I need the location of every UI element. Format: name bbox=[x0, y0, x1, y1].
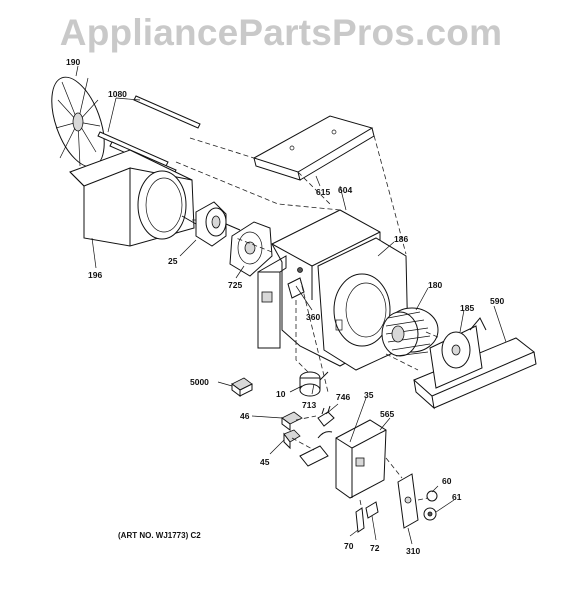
callout-186: 186 bbox=[394, 234, 409, 244]
fan-blade-190 bbox=[51, 76, 105, 168]
switch-45 bbox=[283, 429, 301, 450]
part-70-72 bbox=[355, 501, 379, 533]
assembly-lines bbox=[175, 127, 441, 511]
motor-mount-725 bbox=[229, 221, 273, 277]
callout-185: 185 bbox=[460, 303, 475, 313]
callout-61: 61 bbox=[452, 492, 462, 502]
callout-1080: 1080 bbox=[108, 89, 127, 99]
base-590 bbox=[413, 317, 537, 410]
blower-wheel-180 bbox=[381, 307, 439, 357]
control-panel-565 bbox=[299, 419, 387, 499]
switch-46 bbox=[281, 411, 303, 431]
callout-360: 360 bbox=[306, 312, 321, 322]
callout-5000: 5000 bbox=[190, 377, 209, 387]
part-5000 bbox=[231, 377, 253, 397]
capacitor-10 bbox=[299, 371, 329, 397]
callout-196: 196 bbox=[88, 270, 103, 280]
callout-713: 713 bbox=[302, 400, 317, 410]
callout-725: 725 bbox=[228, 280, 243, 290]
callout-604: 604 bbox=[338, 185, 353, 195]
watermark: AppliancePartsPros.com bbox=[59, 12, 503, 53]
callout-46: 46 bbox=[240, 411, 250, 421]
callout-72: 72 bbox=[370, 543, 380, 553]
cover-plate-615 bbox=[252, 115, 375, 181]
leader-lines bbox=[75, 65, 507, 545]
callout-590: 590 bbox=[490, 296, 505, 306]
callout-615: 615 bbox=[316, 187, 331, 197]
callout-35: 35 bbox=[364, 390, 374, 400]
callout-565: 565 bbox=[380, 409, 395, 419]
callout-45: 45 bbox=[260, 457, 270, 467]
callout-25: 25 bbox=[168, 256, 178, 266]
callout-10: 10 bbox=[276, 389, 286, 399]
callout-180: 180 bbox=[428, 280, 443, 290]
callout-190: 190 bbox=[66, 57, 81, 67]
callout-746: 746 bbox=[336, 392, 351, 402]
art-number-caption: (ART NO. WJ1773) C2 bbox=[118, 531, 201, 540]
callout-310: 310 bbox=[406, 546, 421, 556]
thermostat-310 bbox=[397, 473, 438, 529]
motor-25 bbox=[181, 201, 241, 247]
shroud-196 bbox=[69, 149, 195, 247]
part-746 bbox=[317, 405, 335, 427]
callout-60: 60 bbox=[442, 476, 452, 486]
callout-70: 70 bbox=[344, 541, 354, 551]
